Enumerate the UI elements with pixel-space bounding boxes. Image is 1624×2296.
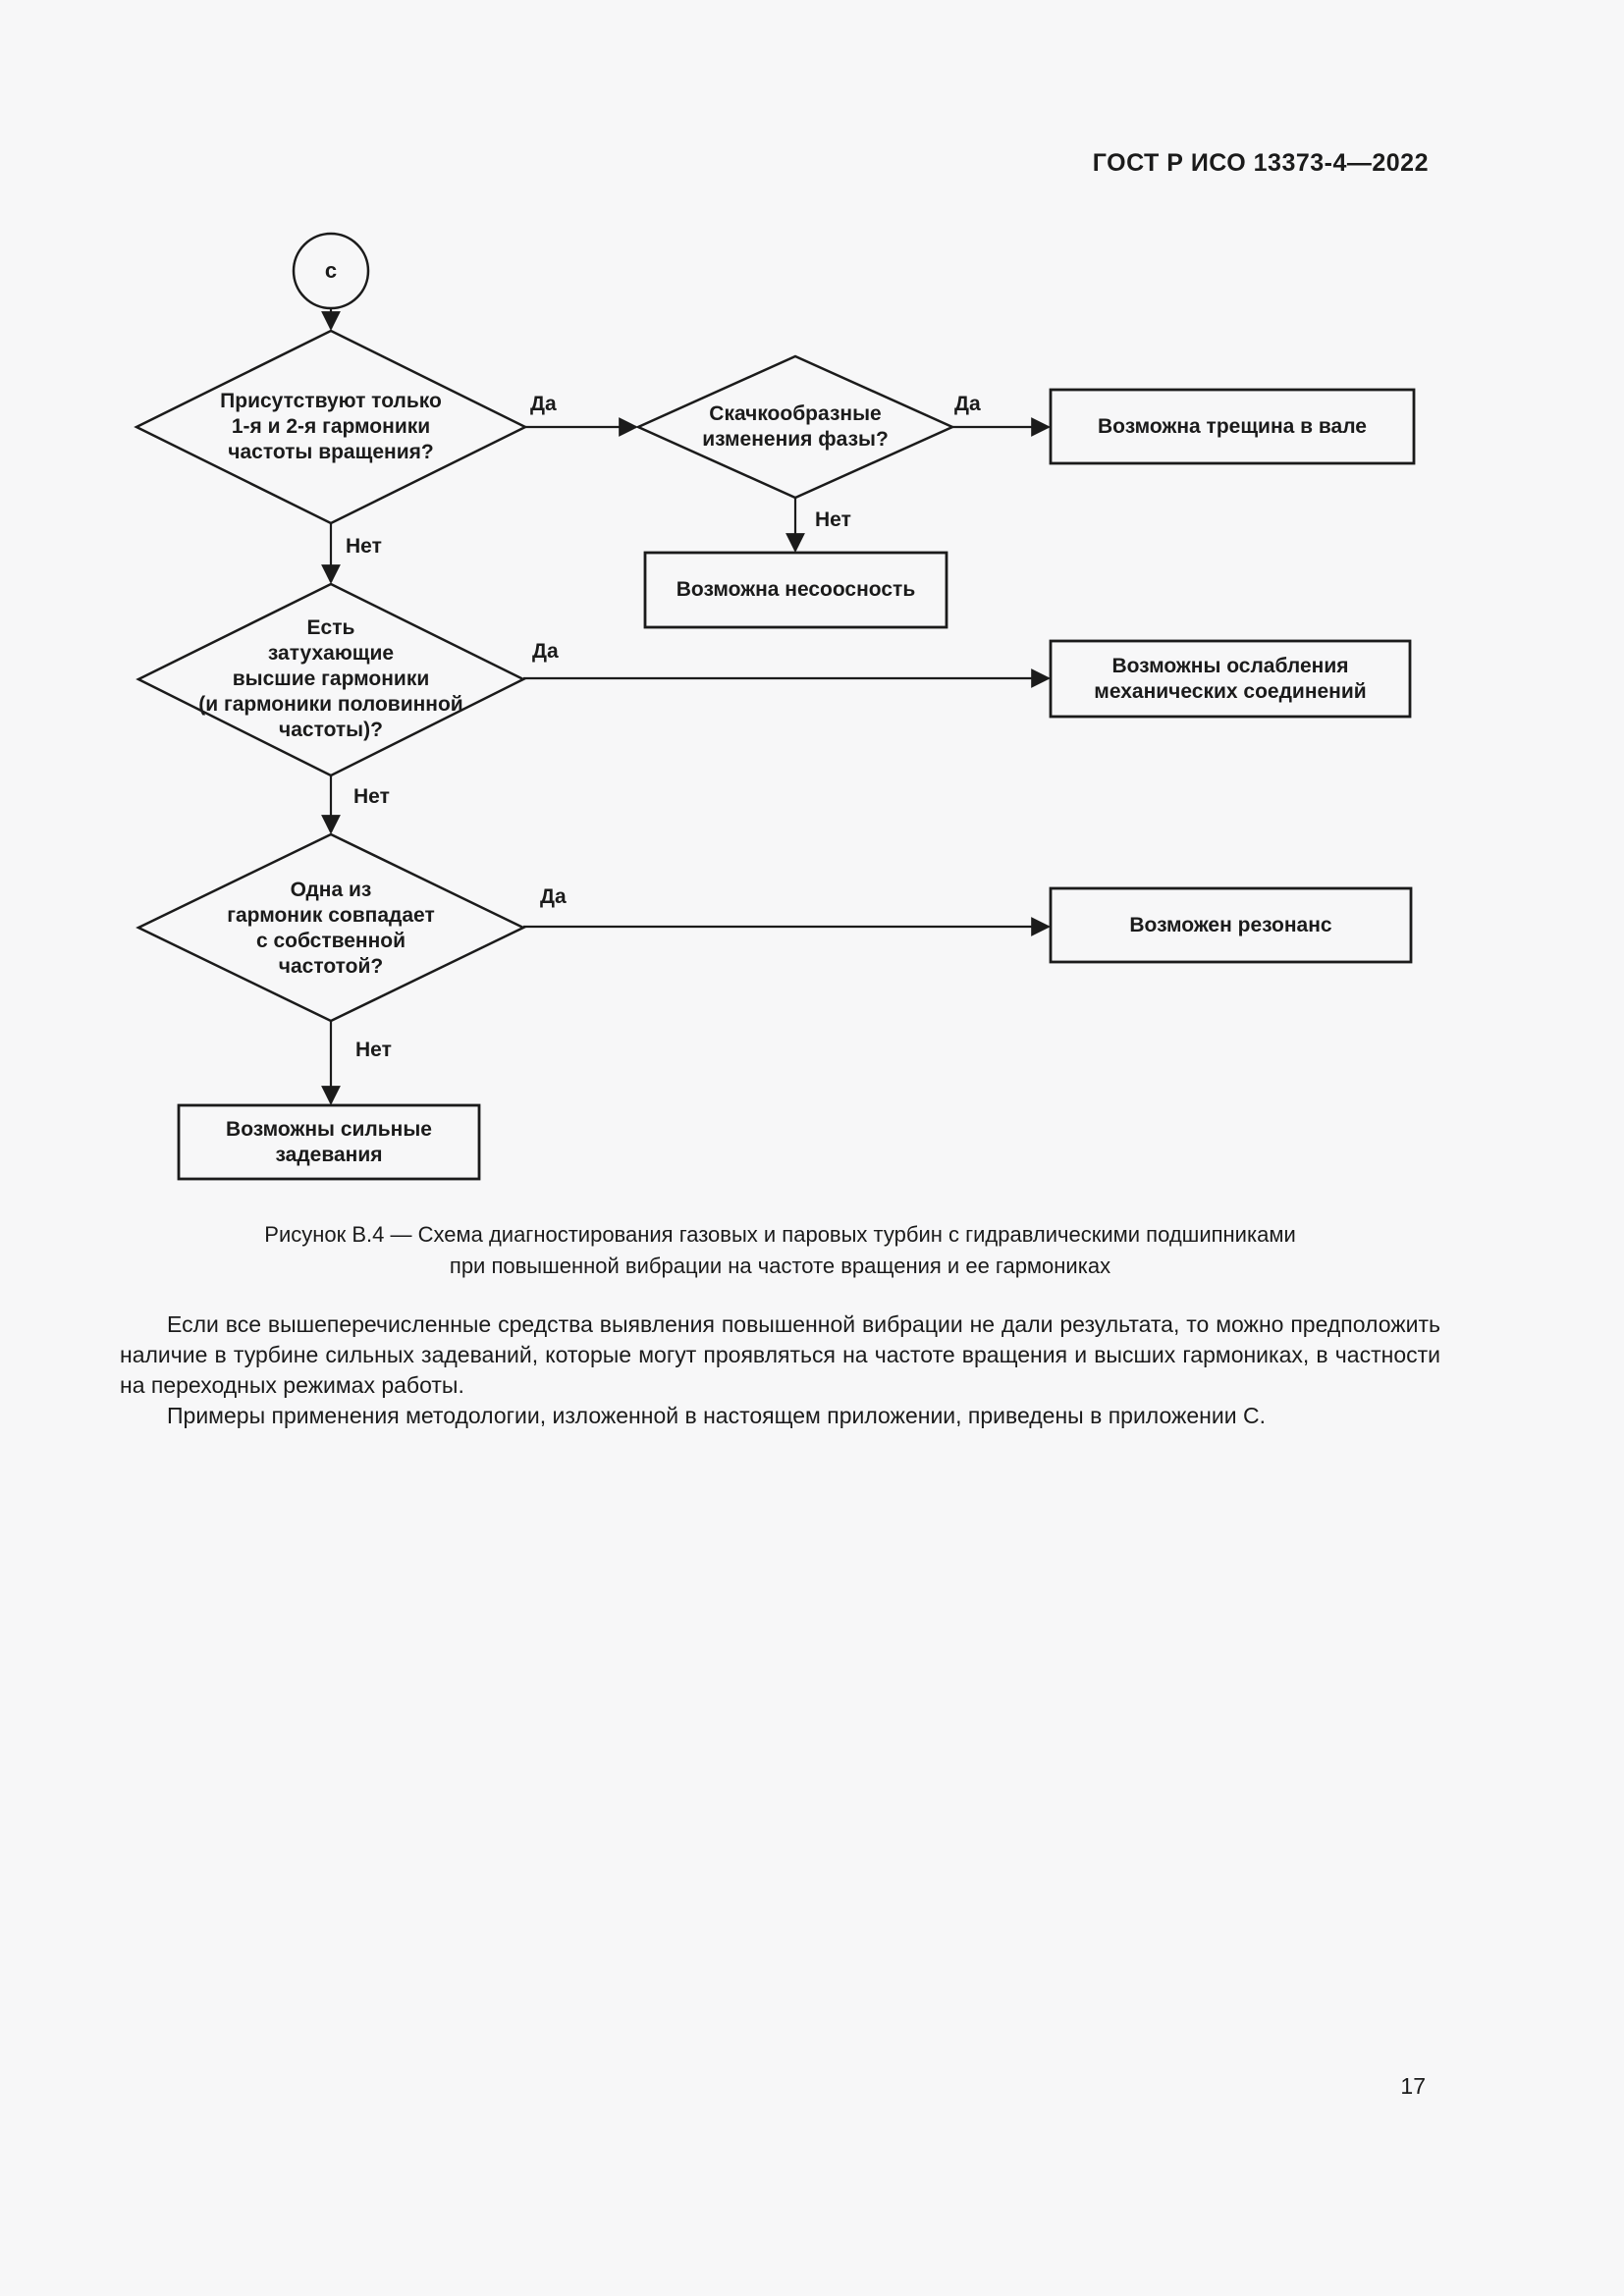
edge-label-no-d3: Нет <box>353 785 390 808</box>
outcome-misalignment-label: Возможна несоосность <box>676 578 916 601</box>
outcome-resonance-label: Возможен резонанс <box>1129 913 1332 936</box>
outcome-shaft-crack-label: Возможна трещина в вале <box>1098 414 1367 438</box>
connector-c-label: с <box>324 258 338 283</box>
body-text: Если все вышеперечисленные средства выяв… <box>120 1309 1440 1431</box>
page-number: 17 <box>1400 2073 1426 2099</box>
decision-only-1st-2nd-harmonics-label: Присутствуют только 1-я и 2-я гармоники … <box>220 390 442 463</box>
edge-label-no-d2: Нет <box>815 508 851 531</box>
edge-label-yes-d1: Да <box>530 393 557 415</box>
edge-label-yes-d3: Да <box>532 640 559 663</box>
outcome-heavy-rubs-label: Возможны сильные задевания <box>226 1117 432 1166</box>
decision-natural-frequency-label: Одна из гармоник совпадает с собственной… <box>227 879 435 978</box>
edge-label-no-d4: Нет <box>355 1039 392 1061</box>
outcome-heavy-rubs-shape <box>177 1103 481 1181</box>
decision-decaying-harmonics-label: Есть затухающие высшие гармоники (и гарм… <box>198 616 463 741</box>
outcome-misalignment-shape <box>643 551 948 629</box>
outcome-resonance-shape <box>1049 886 1413 964</box>
edge-label-yes-d2: Да <box>954 393 981 415</box>
edge-label-no-d1: Нет <box>346 535 382 558</box>
decision-phase-jumps-label: Скачкообразные изменения фазы? <box>702 402 889 451</box>
outcome-loose-joints-shape <box>1049 639 1412 719</box>
outcome-shaft-crack-shape <box>1049 388 1416 465</box>
body-paragraph-2: Примеры применения методологии, изложенн… <box>167 1403 1266 1428</box>
edge-label-yes-d4: Да <box>540 885 567 908</box>
page-header: ГОСТ Р ИСО 13373-4—2022 <box>1092 149 1429 177</box>
outcome-loose-joints-label: Возможны ослабления механических соедине… <box>1094 654 1367 703</box>
figure-caption: Рисунок В.4 — Схема диагностирования газ… <box>264 1222 1296 1278</box>
body-paragraph-1: Если все вышеперечисленные средства выяв… <box>120 1311 1440 1398</box>
